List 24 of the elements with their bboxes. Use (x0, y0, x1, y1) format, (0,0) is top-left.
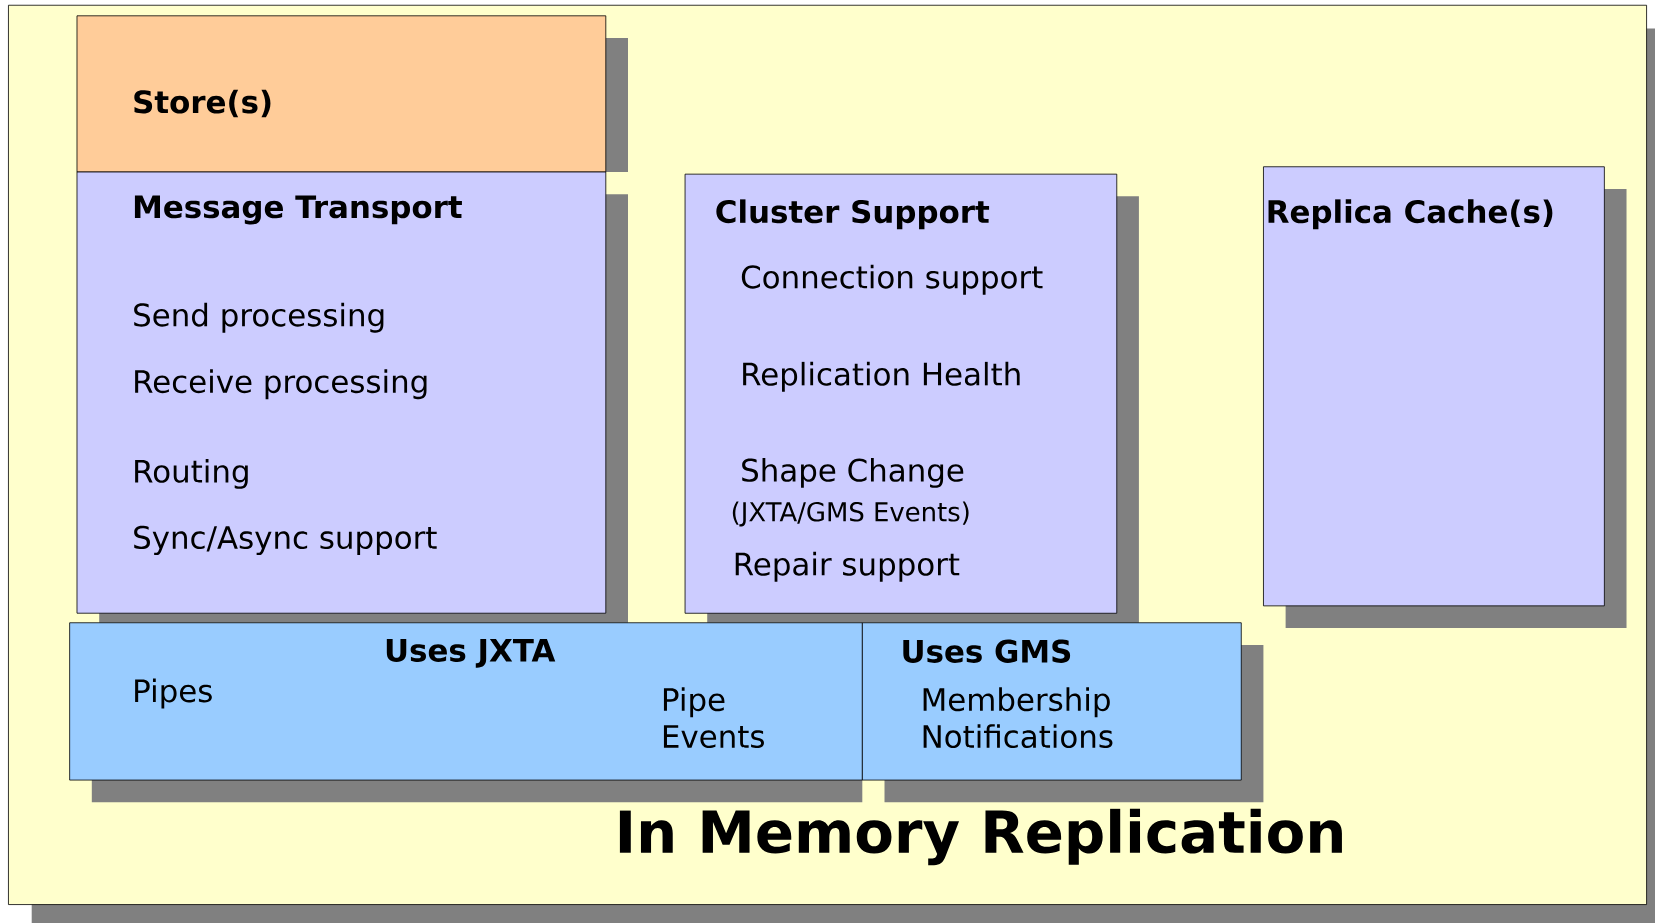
list-item: Repair support (735, 551, 960, 582)
list-item: Receive processing (135, 369, 427, 400)
list-item: Pipe Events (663, 687, 764, 749)
layer-band (861, 622, 1242, 781)
box-heading: Uses GMS (903, 639, 1071, 663)
list-item: Shape Change (742, 457, 964, 488)
list-item: Send processing (134, 302, 384, 333)
list-item: (JXTA/GMS Events) (732, 501, 969, 527)
list-item: Routing (135, 458, 248, 489)
component-box (1263, 166, 1605, 607)
list-item: Sync/Async support (134, 525, 437, 556)
list-item: Replication Health (743, 361, 1020, 392)
frame-label: In Memory Replication (619, 808, 1342, 866)
list-item: Membership Notifications (923, 687, 1113, 749)
box-heading: Store(s) (134, 89, 271, 118)
box-heading: Replica Cache(s) (1268, 199, 1553, 230)
component-box (76, 171, 607, 614)
box-heading: Uses JXTA (386, 638, 556, 668)
store-box (76, 15, 607, 173)
list-item: Pipes (135, 678, 212, 709)
list-item: Connection support (741, 264, 1043, 295)
component-box (684, 173, 1118, 614)
box-heading: Message Transport (134, 195, 462, 225)
box-heading: Cluster Support (716, 199, 990, 230)
